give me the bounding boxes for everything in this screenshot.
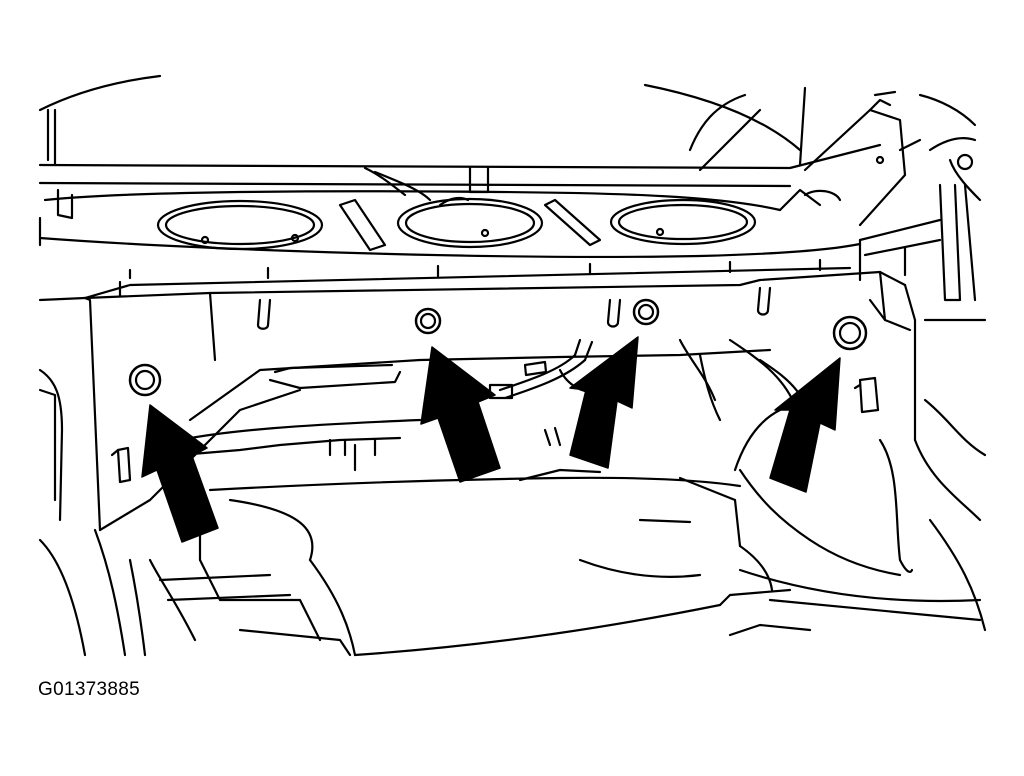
- fastener-3: [632, 298, 660, 326]
- fasteners: [128, 298, 868, 397]
- line-drawing: [38, 74, 987, 657]
- crossmember-panel: [38, 258, 917, 532]
- tray-slots: [338, 198, 602, 252]
- callout-arrow-4: [769, 357, 841, 493]
- callout-arrow-3: [569, 336, 639, 469]
- speaker-opening-center: [396, 196, 544, 249]
- figure-id-label: G01373885: [38, 679, 141, 700]
- package-tray: [38, 143, 882, 258]
- rear-window-outline: [38, 74, 807, 172]
- hinge-bracket: [803, 90, 982, 302]
- callout-arrow-1: [141, 404, 219, 543]
- fastener-1: [128, 363, 162, 397]
- diagram-svg: [38, 74, 987, 657]
- callout-arrow-2: [420, 346, 501, 483]
- speaker-opening-left: [156, 199, 324, 251]
- fastener-2: [414, 307, 442, 335]
- wiring-harness: [488, 338, 722, 447]
- fastener-4: [832, 315, 868, 351]
- speaker-opening-right: [609, 198, 757, 246]
- left-quarter-panel: [38, 368, 147, 657]
- right-wheelhouse: [728, 318, 987, 632]
- trunk-floor: [148, 348, 812, 657]
